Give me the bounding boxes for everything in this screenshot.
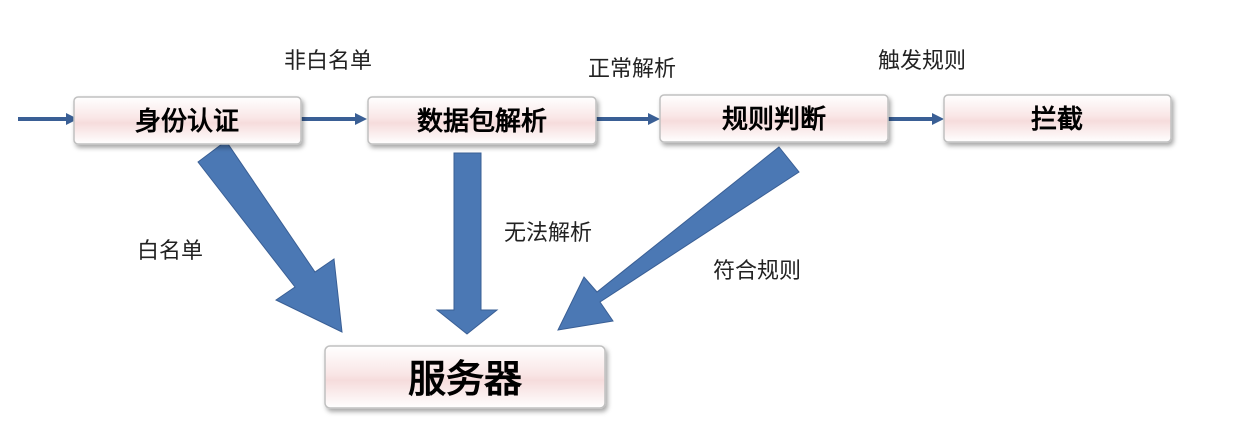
edge-label-normal-parse: 正常解析 <box>588 57 676 82</box>
node-block-label: 拦截 <box>1031 105 1083 135</box>
arrow-rule-to-server <box>557 146 800 331</box>
node-block: 拦截 <box>943 94 1172 143</box>
node-rule-label: 规则判断 <box>722 104 826 135</box>
edge-label-cannot-parse: 无法解析 <box>504 221 592 246</box>
edge-label-match-rule: 符合规则 <box>713 259 801 284</box>
edge-label-whitelist: 白名单 <box>137 239 203 264</box>
node-auth: 身份认证 <box>73 96 302 145</box>
node-parse-label: 数据包解析 <box>417 106 547 137</box>
arrow-parse-to-server <box>435 152 499 335</box>
node-auth-label: 身份认证 <box>135 106 239 137</box>
edge-label-trigger-rule: 触发规则 <box>878 49 966 74</box>
node-rule: 规则判断 <box>659 94 889 143</box>
arrow-auth-to-server <box>197 140 343 333</box>
edge-label-non-whitelist: 非白名单 <box>284 49 372 74</box>
entry-arrow <box>18 113 78 125</box>
arrow-parse-to-rule <box>596 113 660 125</box>
node-server: 服务器 <box>324 345 606 409</box>
node-parse: 数据包解析 <box>367 96 597 145</box>
arrow-rule-to-block <box>888 113 944 125</box>
arrow-auth-to-parse <box>301 113 367 125</box>
node-server-label: 服务器 <box>408 357 523 401</box>
